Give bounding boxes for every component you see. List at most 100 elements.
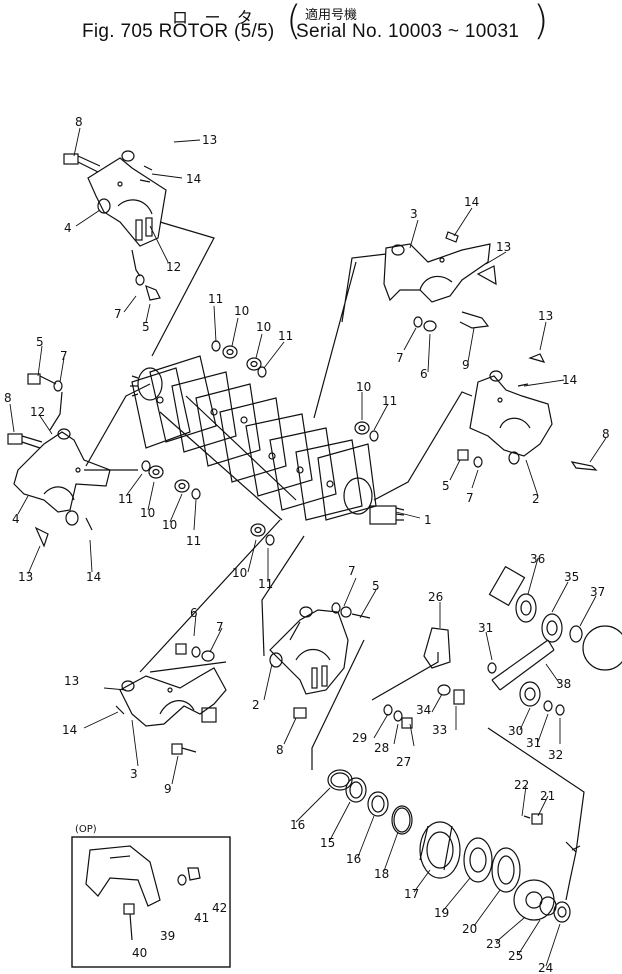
callout-10: 10 <box>140 506 155 520</box>
callout-14: 14 <box>186 172 201 186</box>
bracket-left <box>7 373 151 548</box>
title-japanese: ロ ー タ <box>172 10 259 27</box>
callout-8: 8 <box>4 391 12 405</box>
callout-33: 33 <box>432 723 447 737</box>
option-box <box>71 836 231 968</box>
callout-13: 13 <box>538 309 553 323</box>
callout-5: 5 <box>372 579 380 593</box>
callout-6: 6 <box>420 367 428 381</box>
callout-16: 16 <box>290 818 305 832</box>
left-paren: ( <box>286 0 302 44</box>
callout-5: 5 <box>36 335 44 349</box>
callout-15: 15 <box>320 836 335 850</box>
callout-10: 10 <box>356 380 371 394</box>
callout-16: 16 <box>346 852 361 866</box>
callout-14: 14 <box>562 373 577 387</box>
callout-10: 10 <box>232 566 247 580</box>
callout-2: 2 <box>252 698 260 712</box>
callout-10: 10 <box>162 518 177 532</box>
leader-lines <box>9 127 607 967</box>
callout-9: 9 <box>462 358 470 372</box>
callout-32: 32 <box>548 748 563 762</box>
callout-30: 30 <box>508 724 523 738</box>
callout-8: 8 <box>75 115 83 129</box>
callout-8: 8 <box>602 427 610 441</box>
callout-5: 5 <box>442 479 450 493</box>
bracket-upper-left <box>63 150 215 357</box>
callout-24: 24 <box>538 961 553 974</box>
callout-26: 26 <box>428 590 443 604</box>
callout-14: 14 <box>464 195 479 209</box>
callout-13: 13 <box>64 674 79 688</box>
callout-7: 7 <box>114 307 122 321</box>
callout-12: 12 <box>30 405 45 419</box>
callout-6: 6 <box>190 606 198 620</box>
right-paren: ) <box>533 0 549 44</box>
callout-3: 3 <box>130 767 138 781</box>
bracket-lower-left <box>115 519 281 755</box>
callout-37: 37 <box>590 585 605 599</box>
callout-7: 7 <box>348 564 356 578</box>
callout-17: 17 <box>404 887 419 901</box>
callout-34: 34 <box>416 703 431 717</box>
callout-23: 23 <box>486 937 501 951</box>
callout-18: 18 <box>374 867 389 881</box>
callout-14: 14 <box>62 723 77 737</box>
callout-1: 1 <box>424 513 432 527</box>
callout-11: 11 <box>278 329 293 343</box>
callout-40: 40 <box>132 946 147 960</box>
callout-19: 19 <box>434 906 449 920</box>
callout-10: 10 <box>256 320 271 334</box>
callout-11: 11 <box>118 492 133 506</box>
rotor-plates-assembly <box>130 355 405 525</box>
callout-10: 10 <box>234 304 249 318</box>
callout-12: 12 <box>166 260 181 274</box>
callout-11: 11 <box>258 577 273 591</box>
callout-31: 31 <box>526 736 541 750</box>
seal-bearing-gear-train <box>311 565 622 923</box>
bracket-right <box>373 353 598 501</box>
callout-11: 11 <box>186 534 201 548</box>
nuts-and-washers <box>141 340 379 546</box>
callout-7: 7 <box>60 349 68 363</box>
callout-13: 13 <box>18 570 33 584</box>
callout-27: 27 <box>396 755 411 769</box>
callout-20: 20 <box>462 922 477 936</box>
callout-8: 8 <box>276 743 284 757</box>
callout-3: 3 <box>410 207 418 221</box>
callout-13: 13 <box>496 240 511 254</box>
callout-28: 28 <box>374 741 389 755</box>
callout-42: 42 <box>212 901 227 915</box>
callout-4: 4 <box>64 221 72 235</box>
callout-36: 36 <box>530 552 545 566</box>
callout-31: 31 <box>478 621 493 635</box>
option-label: (OP) <box>75 824 97 835</box>
callout-4: 4 <box>12 512 20 526</box>
bracket-upper-right <box>313 231 497 419</box>
callout-14: 14 <box>86 570 101 584</box>
callout-7: 7 <box>466 491 474 505</box>
callout-9: 9 <box>164 782 172 796</box>
callout-35: 35 <box>564 570 579 584</box>
callout-7: 7 <box>216 620 224 634</box>
bracket-lower-middle <box>261 535 371 719</box>
callout-13: 13 <box>202 133 217 147</box>
callout-29: 29 <box>352 731 367 745</box>
callout-5: 5 <box>142 320 150 334</box>
callout-38: 38 <box>556 677 571 691</box>
callout-11: 11 <box>208 292 223 306</box>
applicability-japanese: 適用号機 <box>305 7 358 22</box>
callout-41: 41 <box>194 911 209 925</box>
serial-range: Serial No. 10003 ~ 10031 <box>296 21 520 42</box>
callout-7: 7 <box>396 351 404 365</box>
callout-21: 21 <box>540 789 555 803</box>
callout-numbers: 8 13 14 4 12 7 5 11 10 10 11 5 7 8 12 4 … <box>4 115 610 974</box>
callout-11: 11 <box>382 394 397 408</box>
callout-39: 39 <box>160 929 175 943</box>
callout-22: 22 <box>514 778 529 792</box>
callout-2: 2 <box>532 492 540 506</box>
callout-25: 25 <box>508 949 523 963</box>
figure-title: Fig. 705 ROTOR (5/5) <box>82 21 275 42</box>
